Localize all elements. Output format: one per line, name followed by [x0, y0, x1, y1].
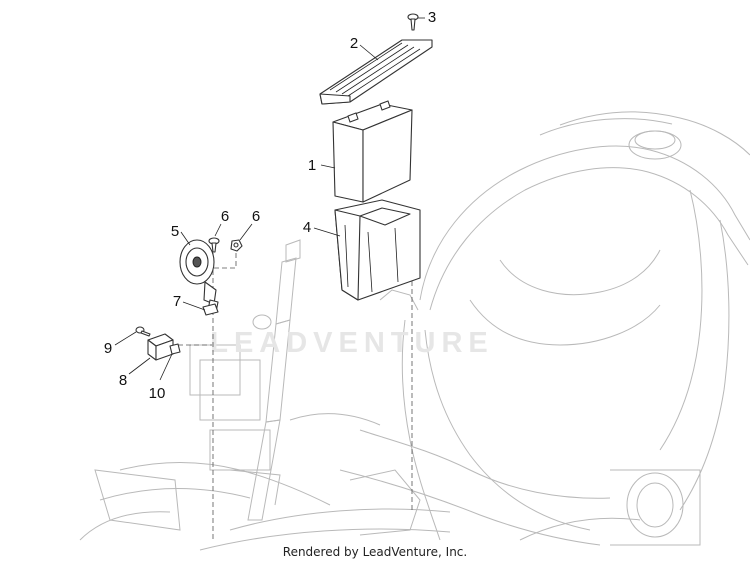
strap-screw — [407, 13, 419, 31]
callout-8: 8 — [119, 372, 127, 389]
battery-strap — [319, 39, 433, 105]
battery-holder — [334, 199, 421, 301]
battery — [332, 100, 413, 203]
leader-lines — [114, 17, 425, 381]
callouts: 1 2 3 4 5 6 6 7 8 9 10 — [104, 9, 436, 402]
credit-footer: Rendered by LeadVenture, Inc. — [282, 545, 468, 559]
callout-4: 4 — [303, 219, 311, 236]
horn-nut — [230, 239, 243, 252]
horn-screw — [208, 237, 220, 253]
relay-screw — [135, 326, 151, 337]
relay-clip — [169, 343, 181, 355]
scooter-frame-outline — [79, 111, 750, 551]
callout-6a: 6 — [221, 208, 229, 225]
callout-6b: 6 — [252, 208, 260, 225]
horn-clip — [202, 303, 219, 316]
callout-5: 5 — [171, 223, 179, 240]
callout-3: 3 — [428, 9, 436, 26]
callout-10: 10 — [149, 385, 166, 402]
callout-1: 1 — [308, 157, 316, 174]
callout-9: 9 — [104, 340, 112, 357]
callout-7: 7 — [173, 293, 181, 310]
watermark: LEADVENTURE — [210, 327, 494, 359]
relay — [147, 333, 174, 361]
callout-2: 2 — [350, 35, 358, 52]
steering-column-outline — [189, 239, 301, 521]
horn — [179, 239, 219, 313]
